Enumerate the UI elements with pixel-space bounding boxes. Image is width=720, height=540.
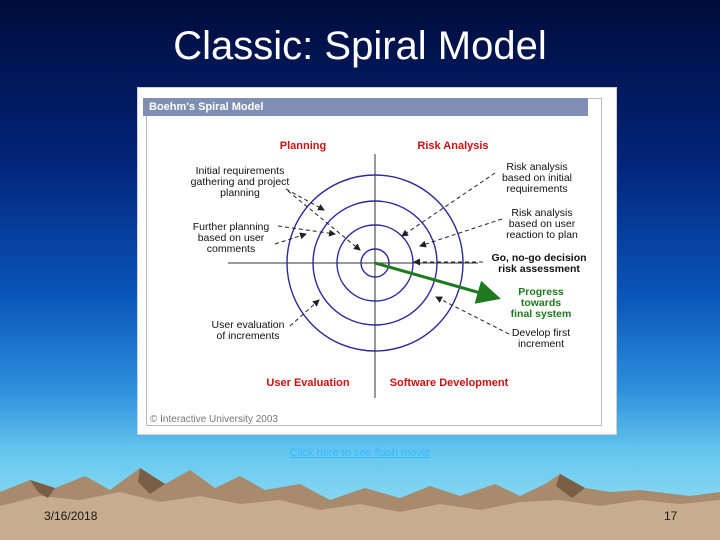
label-user-evaluation: User evaluation of increments — [212, 319, 285, 342]
svg-text:Progress: Progress — [518, 286, 564, 298]
figure-header: Boehm's Spiral Model — [143, 98, 588, 116]
svg-text:gathering and project: gathering and project — [191, 176, 290, 188]
svg-text:planning: planning — [220, 187, 260, 199]
arrow-initial-req-2 — [287, 190, 361, 251]
slide-date: 3/16/2018 — [44, 509, 98, 523]
spiral-model-figure: Boehm's Spiral Model Planning Risk Analy… — [137, 87, 617, 435]
arrow-further-planning — [277, 225, 336, 237]
quadrant-planning: Planning — [280, 140, 326, 152]
svg-text:towards: towards — [521, 297, 561, 309]
svg-text:based on initial: based on initial — [502, 172, 572, 184]
spiral-ring-4 — [286, 174, 464, 352]
spiral-diagram: Planning Risk Analysis User Evaluation S… — [150, 140, 587, 425]
arrow-further-planning-2 — [274, 232, 307, 245]
svg-text:Initial requirements: Initial requirements — [196, 165, 285, 177]
svg-text:Go, no-go decision: Go, no-go decision — [491, 252, 586, 264]
spiral-ring-3 — [312, 200, 438, 326]
arrow-risk-initial — [401, 172, 496, 237]
svg-text:Risk analysis: Risk analysis — [506, 161, 567, 173]
mountain-landscape — [0, 468, 720, 540]
svg-text:of increments: of increments — [216, 330, 279, 342]
label-risk-user: Risk analysis based on user reaction to … — [506, 207, 578, 241]
slide-title: Classic: Spiral Model — [173, 24, 547, 68]
quadrant-risk-analysis: Risk Analysis — [417, 140, 488, 152]
svg-text:Develop first: Develop first — [512, 327, 570, 339]
svg-text:requirements: requirements — [506, 183, 567, 195]
label-initial-requirements: Initial requirements gathering and proje… — [191, 165, 290, 199]
label-go-no-go: Go, no-go decision risk assessment — [491, 252, 586, 275]
arrow-user-eval — [289, 299, 320, 327]
spiral-ring-1 — [360, 248, 390, 278]
svg-text:risk assessment: risk assessment — [498, 263, 580, 275]
quadrant-software-development: Software Development — [390, 377, 509, 389]
svg-text:reaction to plan: reaction to plan — [506, 229, 578, 241]
label-progress: Progress towards final system — [511, 286, 572, 320]
mountain-foreground — [0, 492, 720, 540]
figure-copyright: © Interactive University 2003 — [150, 414, 278, 425]
svg-text:final system: final system — [511, 308, 572, 320]
label-develop-increment: Develop first increment — [512, 327, 570, 350]
svg-text:Risk analysis: Risk analysis — [511, 207, 572, 219]
label-further-planning: Further planning based on user comments — [193, 221, 270, 255]
flash-movie-link[interactable]: Click here to see flash movie — [289, 447, 431, 459]
quadrant-user-evaluation: User Evaluation — [266, 377, 349, 389]
svg-text:Further planning: Further planning — [193, 221, 270, 233]
svg-text:based on user: based on user — [509, 218, 576, 230]
arrow-initial-req — [285, 188, 325, 211]
dashed-arrows — [274, 172, 510, 335]
slide-page-number: 17 — [664, 509, 678, 523]
progress-arrow — [374, 261, 501, 304]
label-risk-initial: Risk analysis based on initial requireme… — [502, 161, 572, 195]
svg-text:comments: comments — [207, 243, 255, 255]
svg-text:User evaluation: User evaluation — [212, 319, 285, 331]
svg-text:increment: increment — [518, 338, 564, 350]
arrow-develop — [435, 296, 510, 335]
arrow-risk-user — [419, 218, 503, 248]
figure-frame — [146, 98, 602, 426]
svg-text:based on user: based on user — [198, 232, 265, 244]
